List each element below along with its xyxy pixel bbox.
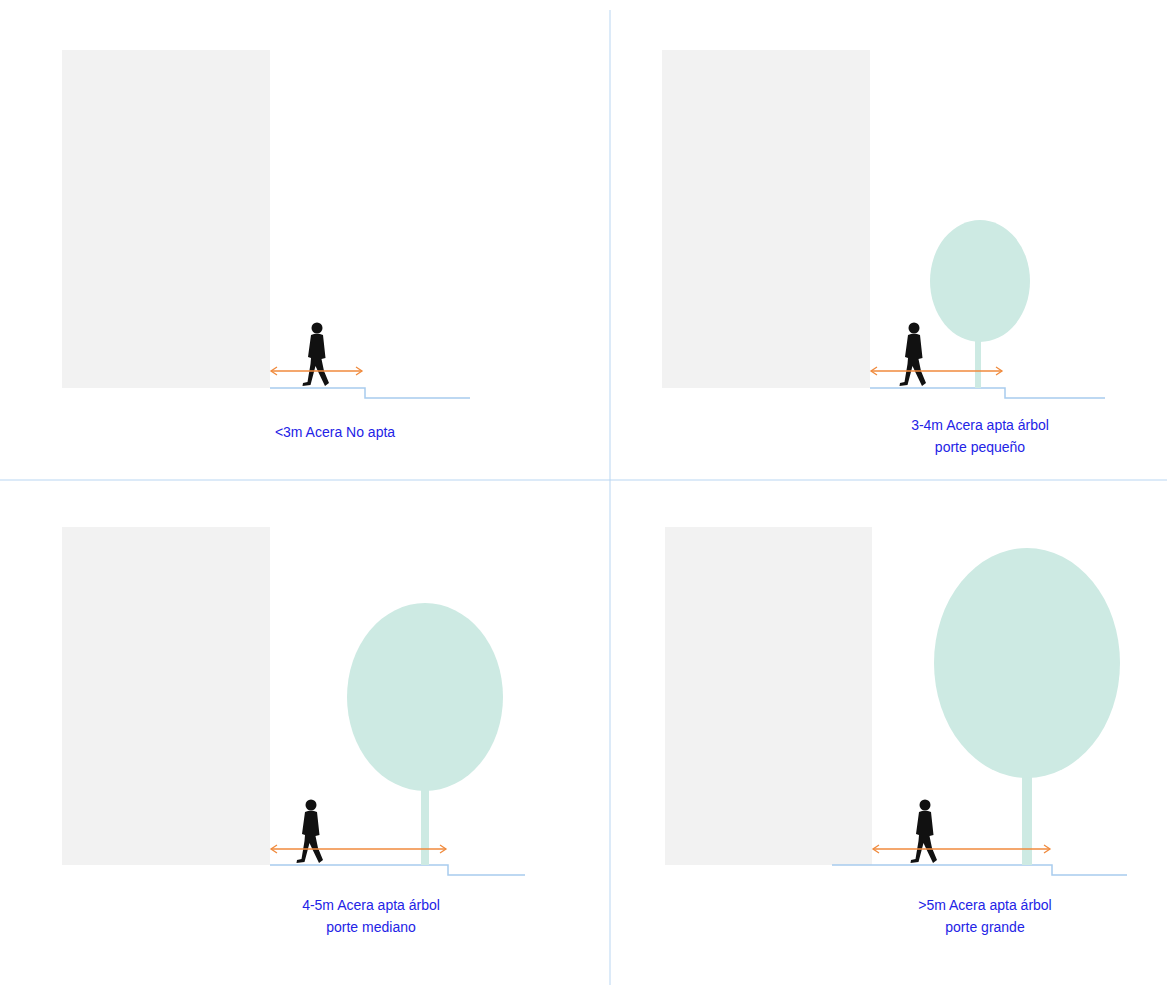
caption: >5m Acera apta árbol porte grande: [906, 894, 1064, 938]
divider: [0, 480, 1167, 481]
divider: [610, 10, 611, 985]
pedestrian: [297, 800, 324, 864]
sidewalk: [832, 865, 1127, 875]
tree-trunk: [1022, 770, 1032, 865]
tree-crown: [934, 548, 1120, 778]
sidewalk: [270, 865, 525, 875]
tree-trunk: [975, 338, 981, 388]
tree-crown: [930, 220, 1030, 342]
building: [662, 50, 870, 388]
pedestrian: [303, 323, 330, 387]
tree-trunk: [421, 785, 429, 865]
width-arrow: [871, 367, 1002, 375]
caption: 3-4m Acera apta árbol porte pequeño: [901, 414, 1059, 458]
caption: <3m Acera No apta: [256, 421, 414, 443]
sidewalk: [870, 388, 1105, 398]
width-arrow: [271, 367, 362, 375]
building: [62, 50, 270, 388]
width-arrow: [271, 845, 446, 853]
pedestrian: [900, 323, 927, 387]
pedestrian: [911, 800, 938, 864]
building: [665, 527, 872, 865]
building: [62, 527, 270, 865]
caption: 4-5m Acera apta árbol porte mediano: [292, 894, 450, 938]
sidewalk: [270, 388, 470, 398]
tree-crown: [347, 603, 503, 791]
width-arrow: [873, 845, 1050, 853]
